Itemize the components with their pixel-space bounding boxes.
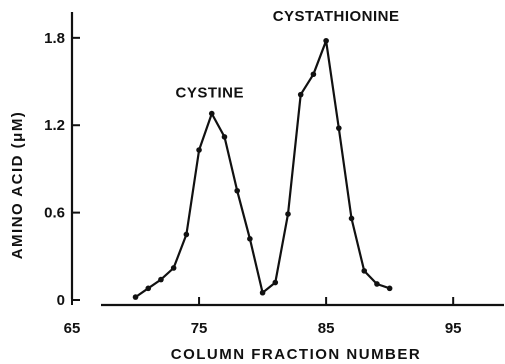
data-point xyxy=(374,281,380,287)
x-tick-label: 95 xyxy=(445,320,462,337)
y-tick-label: 0 xyxy=(57,292,65,309)
data-point xyxy=(272,279,279,286)
y-tick-label: 1.8 xyxy=(44,30,65,47)
data-point xyxy=(145,285,152,292)
data-point xyxy=(259,289,266,296)
data-point xyxy=(361,268,368,274)
x-tick-label: 85 xyxy=(318,320,335,337)
annotation-label: CYSTINE xyxy=(176,85,245,102)
data-point xyxy=(234,187,240,194)
x-tick-label: 65 xyxy=(64,320,81,337)
y-axis-title: AMINO ACID (μM) xyxy=(9,111,26,260)
data-point xyxy=(323,37,329,44)
annotation-label: CYSTATHIONINE xyxy=(273,8,400,25)
data-point xyxy=(336,125,342,131)
y-tick-label: 1.2 xyxy=(44,117,65,134)
data-point xyxy=(386,285,393,292)
annotations: CYSTINE CYSTATHIONINE xyxy=(176,8,400,102)
data-point xyxy=(297,91,304,98)
data-point xyxy=(247,236,253,242)
data-point xyxy=(132,294,139,300)
data-point xyxy=(196,147,202,153)
x-tick-label: 75 xyxy=(191,320,208,337)
ticks: 0 0.6 1.2 1.8 65 75 85 95 xyxy=(44,30,461,337)
x-axis-title: COLUMN FRACTION NUMBER xyxy=(171,346,421,363)
data-point xyxy=(348,215,355,222)
data-point xyxy=(158,276,164,283)
data-point xyxy=(170,265,177,271)
series-line xyxy=(134,39,390,299)
data-point xyxy=(221,134,228,140)
data-point xyxy=(310,71,317,78)
data-point xyxy=(208,110,215,117)
series xyxy=(132,37,393,300)
axes xyxy=(70,12,504,307)
y-tick-label: 0.6 xyxy=(44,205,65,222)
data-point xyxy=(183,231,190,238)
data-point xyxy=(285,211,291,217)
